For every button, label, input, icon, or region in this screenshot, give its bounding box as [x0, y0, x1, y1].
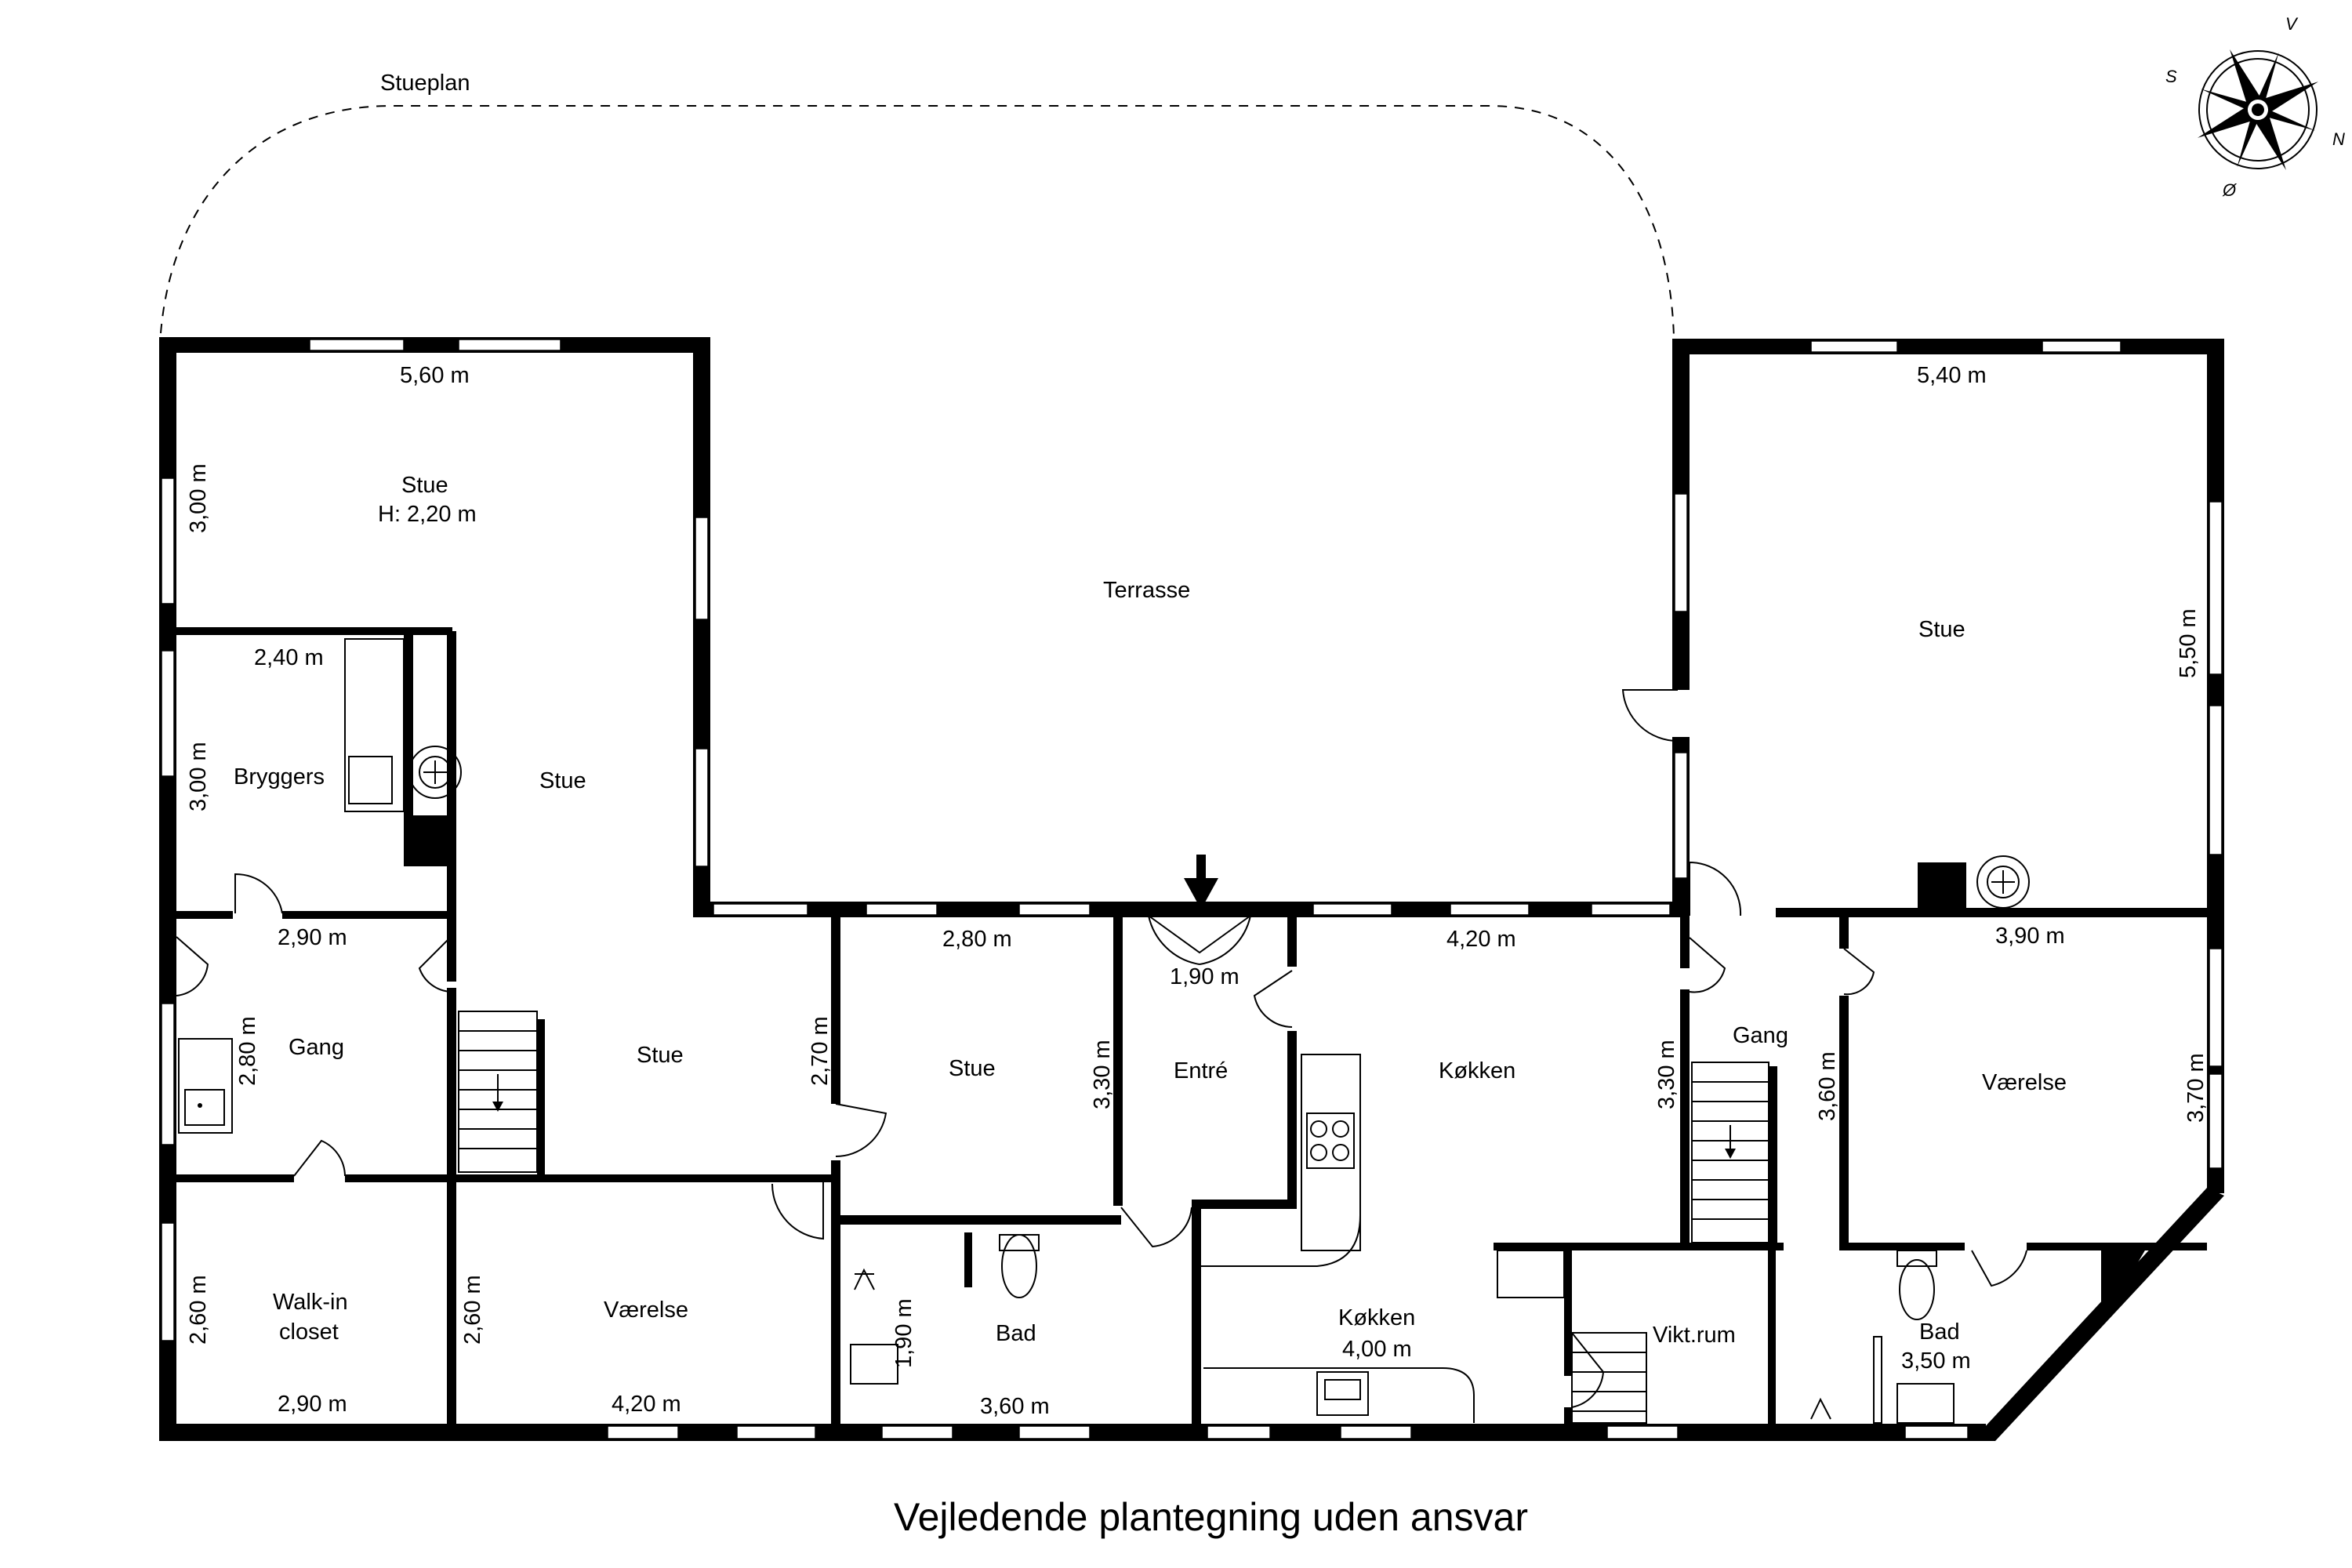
room-viktrum: Vikt.rum [1653, 1323, 1736, 1348]
room-stue-mid: Stue [539, 768, 586, 793]
dim-330a: 3,30 m [1090, 1040, 1115, 1109]
room-walkin-1: Walk-in [273, 1290, 348, 1315]
disclaimer: Vejledende plantegning uden ansvar [894, 1495, 1528, 1539]
dim-280v: 2,80 m [235, 1016, 260, 1086]
dim-280: 2,80 m [942, 927, 1012, 952]
dim-240: 2,40 m [254, 645, 324, 670]
room-gang-right: Gang [1733, 1023, 1788, 1048]
interior-walls [176, 627, 2207, 1427]
room-stue-lower: Stue [637, 1043, 684, 1068]
room-bad-left: Bad [996, 1321, 1036, 1346]
compass-s: S [2165, 67, 2177, 86]
room-stue-right: Stue [1918, 617, 1965, 642]
compass-n: N [2332, 129, 2345, 149]
room-kokken-upper: Køkken [1439, 1058, 1515, 1083]
dim-270: 2,70 m [808, 1016, 833, 1086]
room-gang-left: Gang [289, 1035, 344, 1060]
dim-400: 4,00 m [1342, 1337, 1412, 1362]
dim-260b: 2,60 m [460, 1275, 485, 1345]
room-entre: Entré [1174, 1058, 1228, 1083]
dim-300b: 3,00 m [186, 742, 211, 811]
fixtures [178, 638, 2030, 1424]
windows [161, 339, 2223, 1439]
compass-o: Ø [2222, 180, 2238, 200]
dim-190v: 1,90 m [891, 1298, 916, 1368]
compass-v: V [2285, 14, 2299, 34]
room-bryggers: Bryggers [234, 764, 325, 789]
room-bad-right: Bad [1919, 1319, 1960, 1345]
dim-290b: 2,90 m [278, 1392, 347, 1417]
dim-550: 5,50 m [2176, 608, 2201, 678]
room-terrasse: Terrasse [1103, 578, 1190, 603]
dim-360h: 3,60 m [980, 1394, 1050, 1419]
dim-260a: 2,60 m [186, 1275, 211, 1345]
dim-330b: 3,30 m [1654, 1040, 1679, 1109]
dim-190h: 1,90 m [1170, 964, 1240, 989]
room-stue-top-left: Stue [401, 473, 448, 498]
dim-420a: 4,20 m [1446, 927, 1516, 952]
room-labels: Stueplan Stue H: 2,20 m Terrasse Stue Br… [234, 71, 2067, 1348]
dim-300a: 3,00 m [186, 463, 211, 533]
room-stue-top-left-height: H: 2,20 m [378, 502, 477, 527]
dim-560: 5,60 m [400, 363, 470, 388]
stueplan-outline [160, 105, 1675, 338]
floor-label: Stueplan [380, 71, 470, 96]
dim-390: 3,90 m [1995, 924, 2065, 949]
compass-rose [2197, 49, 2319, 171]
room-walkin-2: closet [279, 1319, 339, 1345]
room-stue-center: Stue [949, 1056, 996, 1081]
dim-540: 5,40 m [1917, 363, 1987, 388]
dim-360v: 3,60 m [1815, 1051, 1840, 1121]
room-vaerelse-right: Værelse [1982, 1070, 2067, 1095]
doors [176, 689, 2027, 1408]
dim-370: 3,70 m [2183, 1053, 2209, 1123]
dim-350: 3,50 m [1901, 1348, 1971, 1374]
dim-420b: 4,20 m [612, 1392, 681, 1417]
room-vaerelse-left: Værelse [604, 1298, 688, 1323]
dimensions: 5,60 m 2,40 m 2,90 m 2,80 m 1,90 m 4,20 … [186, 363, 2209, 1419]
room-kokken-lower: Køkken [1338, 1305, 1415, 1330]
dim-290a: 2,90 m [278, 925, 347, 950]
